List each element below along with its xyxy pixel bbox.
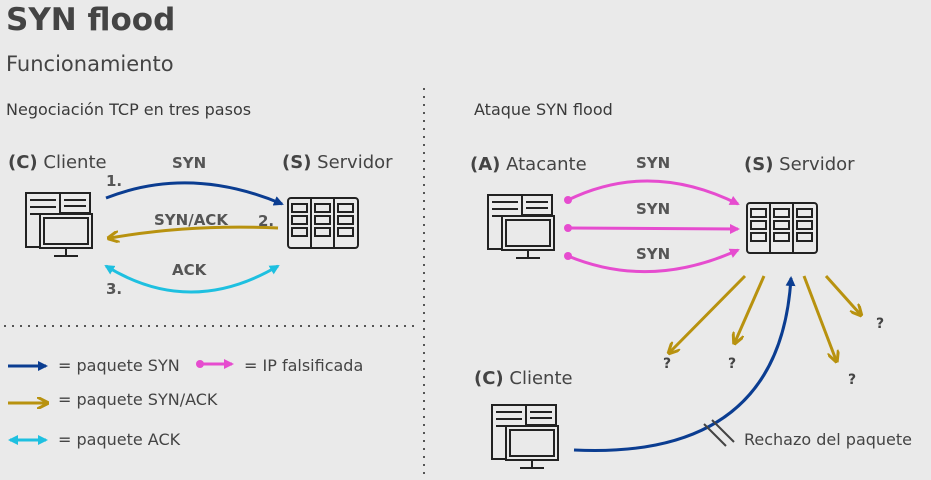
server-label: (S) Servidor	[282, 152, 393, 173]
legend-syn-text: = paquete SYN	[58, 356, 180, 375]
attacker-name: Atacante	[506, 154, 587, 175]
rejection-label: Rechazo del paquete	[744, 430, 913, 449]
client-label: (C) Cliente	[8, 152, 107, 173]
syn-label: SYN	[172, 154, 207, 172]
attack-server-tag: (S)	[744, 154, 774, 175]
synack-lost-arrow-1	[670, 274, 747, 352]
rejected-syn-arrow	[573, 276, 796, 453]
client-tag: (C)	[8, 152, 38, 173]
handshake-heading: Negociación TCP en tres pasos	[6, 100, 252, 119]
rejection-mark-2	[711, 419, 735, 443]
attack-heading: Ataque SYN flood	[474, 100, 613, 119]
server-icon	[287, 197, 359, 249]
unknown-mark-1: ?	[663, 356, 672, 372]
unknown-mark-4: ?	[876, 316, 885, 332]
client-name: Cliente	[43, 152, 107, 173]
rejection-mark-1	[703, 423, 727, 447]
syn-arrow	[105, 181, 284, 206]
ack-arrow	[104, 264, 280, 294]
synack-lost-arrow-3	[802, 275, 836, 360]
synack-arrow	[110, 225, 279, 238]
synack-lost-arrow-2	[735, 275, 766, 342]
page-title: SYN flood	[6, 2, 176, 38]
step-3: 3.	[106, 280, 123, 298]
spoofed-syn-arrow-1	[564, 179, 740, 206]
legend-ack-text: = paquete ACK	[58, 430, 181, 449]
step-1: 1.	[106, 172, 123, 190]
spoofed-syn-label-3: SYN	[636, 245, 671, 263]
synack-lost-arrow-4	[824, 274, 860, 314]
attacker-computer-icon	[487, 194, 555, 259]
spoofed-syn-label-2: SYN	[636, 200, 671, 218]
unknown-mark-3: ?	[848, 372, 857, 388]
attack-server-icon	[746, 202, 818, 254]
unknown-mark-2: ?	[728, 356, 737, 372]
server-tag: (S)	[282, 152, 312, 173]
legend-spoofed-text: = IP falsificada	[244, 356, 364, 375]
victim-client-tag: (C)	[474, 368, 504, 389]
synack-label: SYN/ACK	[154, 211, 228, 229]
legend-synack-text: = paquete SYN/ACK	[58, 390, 218, 409]
ack-label: ACK	[172, 261, 207, 279]
attack-server-label: (S) Servidor	[744, 154, 855, 175]
server-name: Servidor	[317, 152, 393, 173]
spoofed-syn-label-1: SYN	[636, 154, 671, 172]
victim-client-label: (C) Cliente	[474, 368, 573, 389]
attack-server-name: Servidor	[779, 154, 855, 175]
spoofed-syn-arrow-2	[564, 223, 740, 234]
attacker-label: (A) Atacante	[470, 154, 587, 175]
spoofed-syn-arrow-3	[564, 248, 740, 274]
victim-client-name: Cliente	[509, 368, 573, 389]
victim-client-icon	[491, 404, 559, 469]
page-subtitle: Funcionamiento	[6, 52, 174, 76]
step-2: 2.	[258, 212, 275, 230]
client-computer-icon	[25, 192, 93, 257]
attacker-tag: (A)	[470, 154, 501, 175]
